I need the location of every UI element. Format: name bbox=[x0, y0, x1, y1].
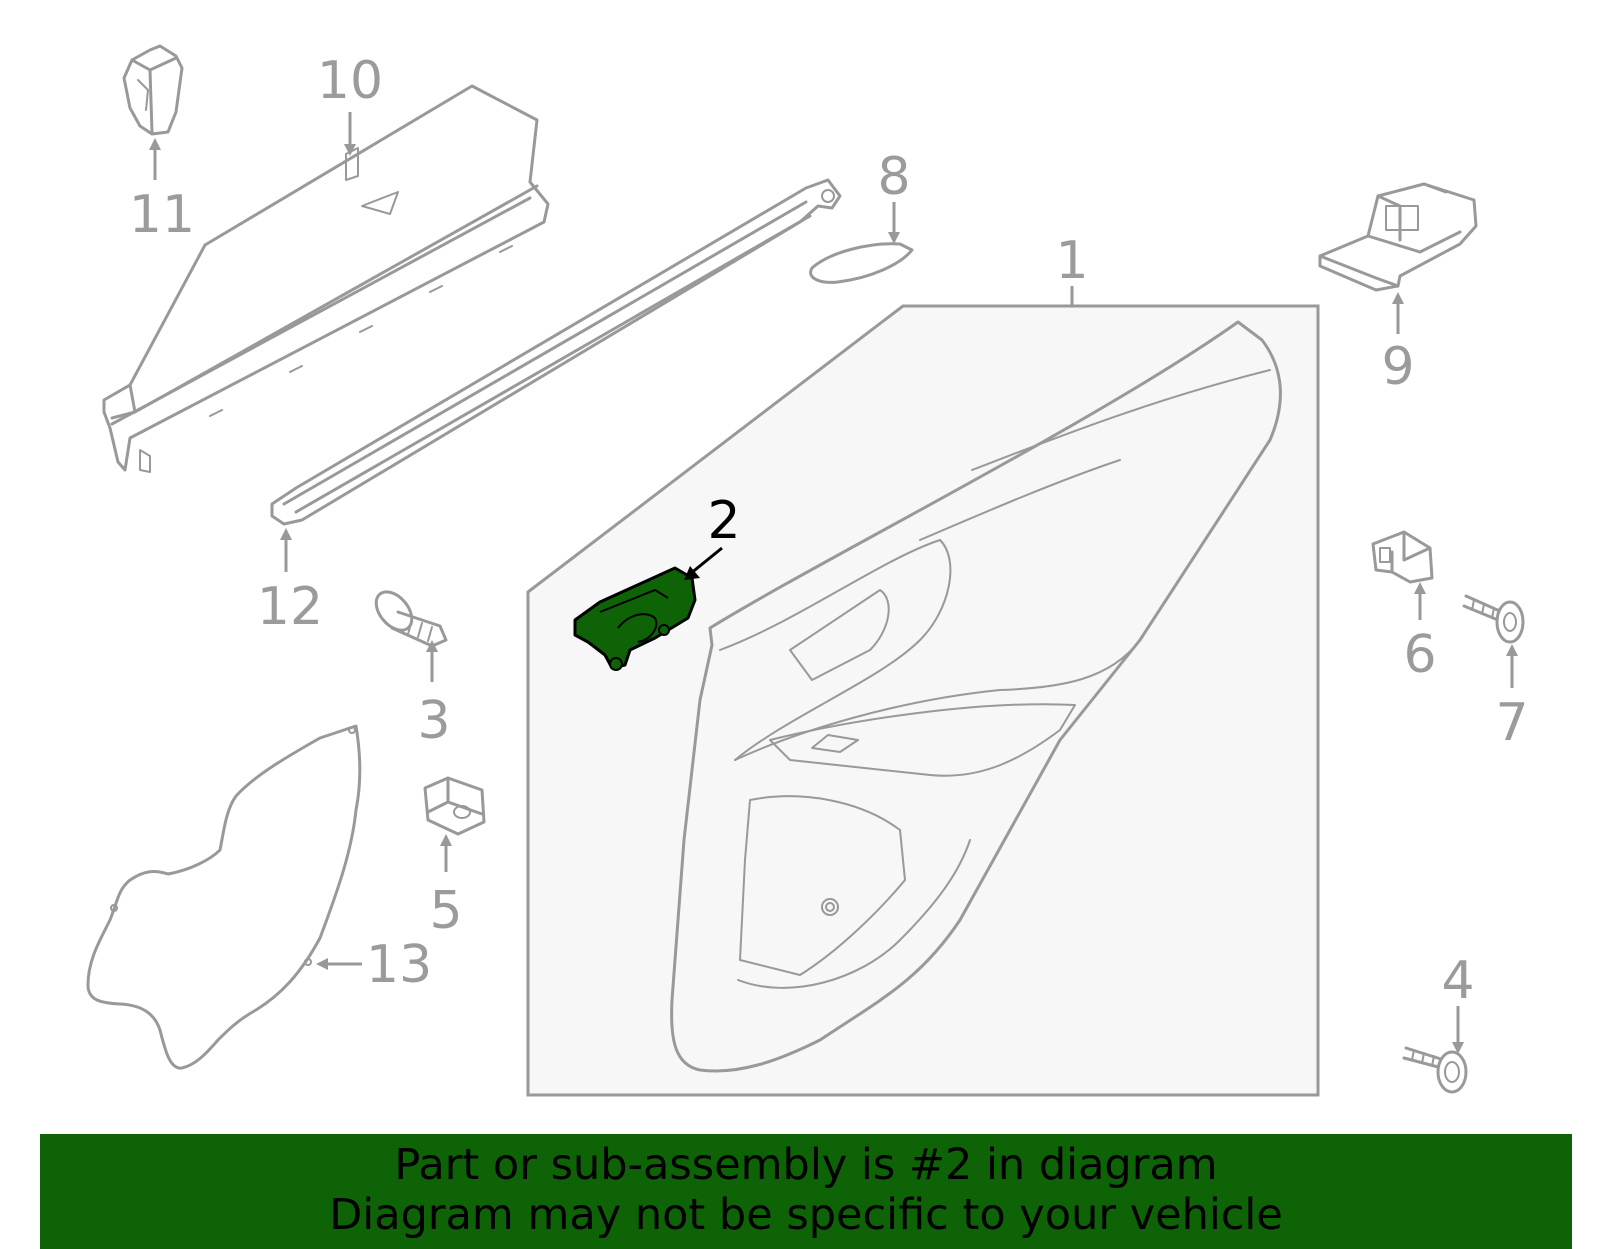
callout-10: 10 bbox=[317, 51, 383, 111]
part-10-upper-garnish[interactable] bbox=[102, 84, 550, 473]
callout-13: 13 bbox=[366, 935, 432, 995]
part-12-belt-moulding[interactable] bbox=[270, 178, 842, 526]
banner-line-2: Diagram may not be specific to your vehi… bbox=[329, 1190, 1283, 1240]
callout-3: 3 bbox=[417, 691, 450, 751]
part-4-screw[interactable] bbox=[1402, 1046, 1468, 1094]
part-11-clip[interactable] bbox=[122, 44, 184, 136]
callout-5: 5 bbox=[429, 881, 462, 941]
part-5-clip-nut[interactable] bbox=[423, 776, 486, 836]
part-1-door-trim-panel[interactable] bbox=[526, 304, 1320, 1097]
info-banner: Part or sub-assembly is #2 in diagram Di… bbox=[40, 1134, 1572, 1249]
callout-12: 12 bbox=[257, 577, 323, 637]
callout-7: 7 bbox=[1495, 693, 1528, 753]
part-7-screw[interactable] bbox=[1462, 594, 1525, 644]
callout-1: 1 bbox=[1055, 231, 1088, 291]
part-13-water-shield[interactable] bbox=[86, 724, 362, 1070]
banner-line-1: Part or sub-assembly is #2 in diagram bbox=[394, 1140, 1218, 1190]
callout-6: 6 bbox=[1403, 625, 1436, 685]
callout-arrows bbox=[149, 112, 1518, 1054]
part-8-cap-cover[interactable] bbox=[809, 242, 914, 284]
callout-8: 8 bbox=[877, 147, 910, 207]
part-2-door-handle-bracket[interactable] bbox=[573, 566, 697, 671]
part-9-window-switch[interactable] bbox=[1318, 182, 1478, 292]
callout-2: 2 bbox=[707, 491, 740, 551]
callout-4: 4 bbox=[1441, 951, 1474, 1011]
callout-11: 11 bbox=[129, 185, 195, 245]
part-6-bracket[interactable] bbox=[1371, 530, 1434, 584]
part-3-push-clip[interactable] bbox=[369, 585, 448, 648]
callout-9: 9 bbox=[1381, 337, 1414, 397]
parts-diagram: 1 2 3 4 5 6 7 8 9 10 11 12 13 bbox=[86, 44, 1529, 1097]
